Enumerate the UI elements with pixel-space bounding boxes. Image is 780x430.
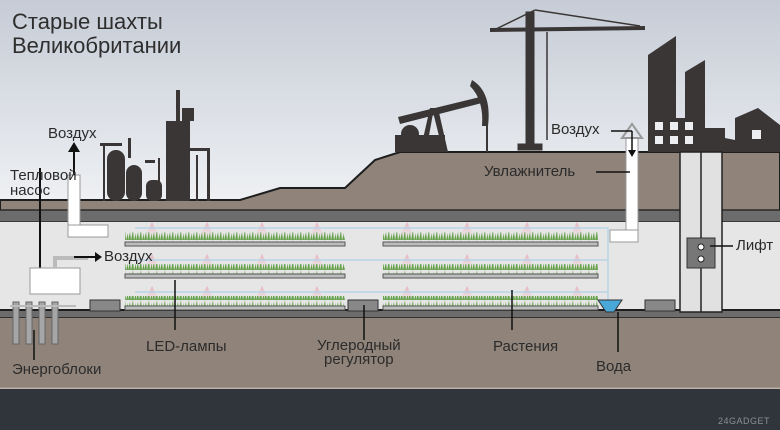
heat-pump-unit (29, 252, 102, 295)
label-heat-pump: Тепловой насос (10, 167, 77, 199)
label-led-lamps: LED-лампы (146, 338, 227, 355)
title-line-2: Великобритании (12, 33, 182, 58)
refinery-silhouette (100, 90, 210, 201)
title-line-1: Старые шахты (12, 9, 163, 34)
carbon-regulator-icon (89, 299, 676, 312)
label-plants: Растения (493, 338, 559, 355)
right-air-shaft (596, 122, 644, 243)
label-air-left: Воздух (48, 125, 97, 142)
label-air-right: Воздух (551, 121, 600, 138)
lift-shaft (679, 151, 733, 313)
power-units (10, 301, 76, 345)
shelves-left (124, 222, 346, 311)
label-power-units: Энергоблоки (12, 361, 102, 378)
label-carbon-regulator: Углеродный регулятор (317, 337, 401, 368)
factory-silhouette (648, 36, 780, 152)
left-air-shaft (67, 142, 109, 238)
label-lift: Лифт (736, 237, 774, 254)
pumpjack-silhouette (395, 80, 489, 152)
shelves-right (135, 222, 609, 311)
underground (0, 318, 780, 388)
label-water: Вода (596, 358, 632, 375)
tower-crane-silhouette (489, 9, 646, 151)
page-title: Старые шахты Великобритании (12, 10, 181, 58)
bottom-band (0, 389, 780, 430)
watermark: 24GADGET (717, 416, 770, 426)
elevator-panel-icon (686, 237, 716, 269)
tunnel-floor (0, 310, 780, 318)
label-air-mid: Воздух (104, 248, 153, 265)
water-basin-icon (597, 299, 623, 313)
rock-strip-upper (0, 210, 780, 222)
label-humidifier: Увлажнитель (484, 163, 576, 180)
